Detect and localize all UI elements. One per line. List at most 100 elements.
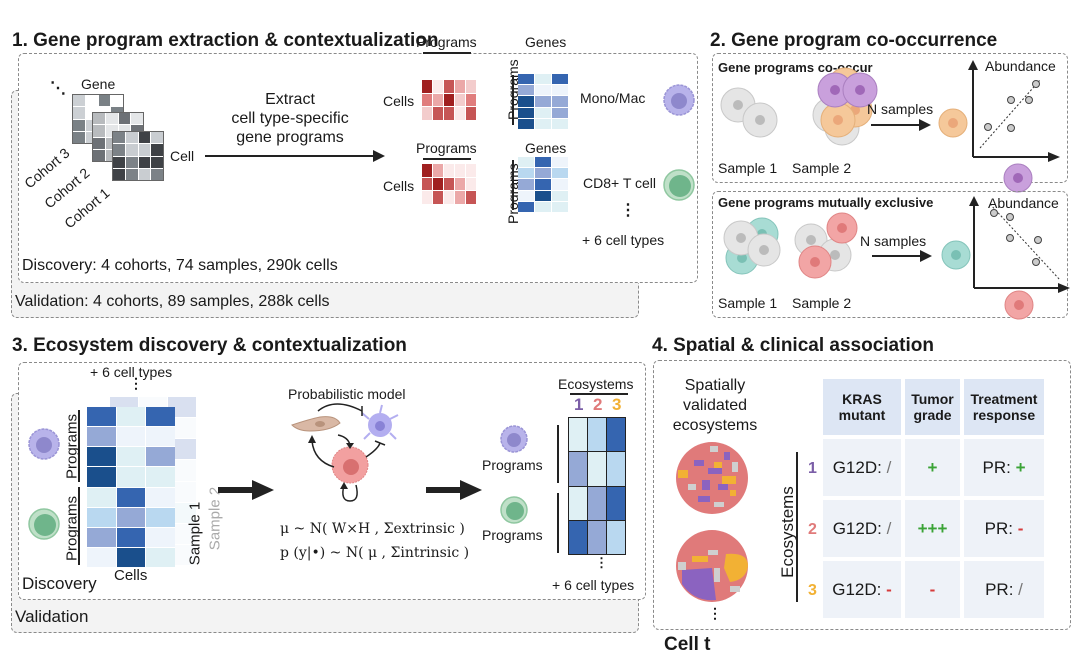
more-cell-types: + 6 cell types (90, 364, 173, 380)
table-row: G12D: / + PR: + (823, 439, 1044, 496)
programs-label: Programs (416, 140, 477, 156)
red-program-matrix (422, 164, 476, 204)
cut-off-heading: Cell t (664, 634, 711, 655)
ecosystem-number: 3 (808, 582, 817, 599)
genes-label: Genes (525, 34, 567, 50)
ecosystem-number: 2 (808, 521, 817, 538)
sample1-label: Sample 1 (718, 160, 778, 176)
purple-cell-icon (1003, 163, 1033, 193)
cooccur-box (712, 53, 1068, 183)
divider (796, 452, 798, 602)
cd8-t-cell-icon (500, 496, 528, 524)
divider (570, 393, 628, 395)
cells-label: Cells (383, 178, 415, 194)
arrow-icon (872, 250, 932, 262)
exclusive-box (712, 191, 1068, 318)
blue-gene-matrix (518, 74, 568, 129)
cooccur-scatter (968, 60, 1060, 162)
sample1-label: Sample 1 (186, 501, 204, 566)
divider (423, 52, 471, 54)
mono-mac-cell-icon (28, 428, 60, 460)
programs-label: Programs (416, 34, 477, 50)
divider (78, 487, 80, 565)
extract-text: Extract cell type-specific gene programs (200, 90, 380, 147)
validation-label: Validation (15, 607, 89, 626)
sample2-label: Sample 2 (792, 295, 852, 311)
response-cell: PR: - (964, 500, 1044, 557)
spatial-label-line: ecosystems (672, 417, 758, 434)
kras-cell: G12D: / (823, 500, 901, 557)
cooccur-cells-icon (720, 67, 878, 146)
exclusive-cells-icon (723, 212, 858, 279)
exclusive-scatter (969, 196, 1070, 293)
panel1-discovery-text: Discovery: 4 cohorts, 74 samples, 290k c… (22, 257, 338, 274)
cell-label: Cell (170, 148, 195, 164)
ecosystem-number: 3 (612, 395, 622, 414)
extract-line: Extract (265, 91, 315, 108)
discovery-label: Discovery (22, 574, 97, 593)
model-title: Probabilistic model (288, 386, 406, 402)
spatial-sample-2 (676, 530, 748, 602)
arrow-icon (871, 119, 931, 131)
spatial-label: Spatially validated ecosystems (660, 376, 770, 436)
ecosystem-number: 2 (593, 395, 603, 414)
grade-cell: - (905, 561, 960, 618)
genes-label: Genes (525, 140, 567, 156)
cooccur-heading: Gene programs co-occur (718, 60, 873, 75)
cohort1-matrix (112, 131, 164, 181)
ecosystems-axis-label: Ecosystems (778, 486, 797, 578)
cells-label: Cells (114, 567, 148, 584)
response-cell: PR: + (964, 439, 1044, 496)
cd8-t-cell-icon (28, 508, 60, 540)
panel4-title: 4. Spatial & clinical association (652, 335, 934, 356)
gene-label: Gene (81, 76, 116, 92)
ecosystem-number: 1 (808, 460, 817, 477)
panel3-title: 3. Ecosystem discovery & contextualizati… (12, 335, 407, 356)
spatial-sample-1 (676, 442, 748, 514)
spatial-label-line: Spatially (684, 377, 746, 394)
pink-cell-icon (1004, 290, 1034, 320)
more-cell-types: + 6 cell types (582, 232, 665, 248)
ecosystem-matrix (568, 417, 626, 555)
ecosystem-number: 1 (574, 395, 584, 414)
red-program-matrix (422, 80, 476, 120)
vertical-ellipsis-icon: ⋮ (595, 555, 608, 570)
n-samples-label: N samples (860, 233, 927, 249)
kras-cell: G12D: / (823, 439, 901, 496)
abundance-label: Abundance (988, 195, 1059, 211)
cell-interaction-diagram (291, 403, 399, 502)
programs-label: Programs (482, 457, 543, 473)
sample2-label: Sample 2 (792, 160, 852, 176)
panel4-box (653, 360, 1071, 630)
programs-vertical-label: Programs (63, 495, 81, 562)
divider (557, 425, 559, 483)
divider (512, 75, 514, 125)
vertical-ellipsis-icon: ⋮ (129, 375, 143, 391)
kras-cell: G12D: - (823, 561, 901, 618)
grade-cell: +++ (905, 500, 960, 557)
divider (512, 160, 514, 210)
exclusive-heading: Gene programs mutually exclusive (718, 195, 934, 210)
mono-mac-cell-icon (663, 84, 695, 116)
ellipsis-icon: ⋱ (50, 80, 66, 97)
table-row: G12D: / +++ PR: - (823, 500, 1044, 557)
n-samples-label: N samples (867, 101, 934, 117)
vertical-ellipsis-icon: ⋮ (620, 202, 636, 219)
more-cell-types: + 6 cell types (552, 577, 635, 593)
programs-vertical-label: Programs (63, 413, 81, 480)
vertical-ellipsis-icon: ⋮ (708, 605, 722, 621)
programs-label: Programs (482, 527, 543, 543)
panel2-title: 2. Gene program co-occurrence (710, 30, 998, 51)
divider (78, 410, 80, 482)
blue-gene-matrix (518, 157, 568, 212)
ecosystems-label: Ecosystems (558, 376, 634, 392)
sample1-matrix (87, 407, 175, 567)
cd8-t-cell-icon (663, 169, 695, 201)
extract-line: gene programs (236, 129, 344, 146)
arrow-icon (426, 480, 482, 500)
